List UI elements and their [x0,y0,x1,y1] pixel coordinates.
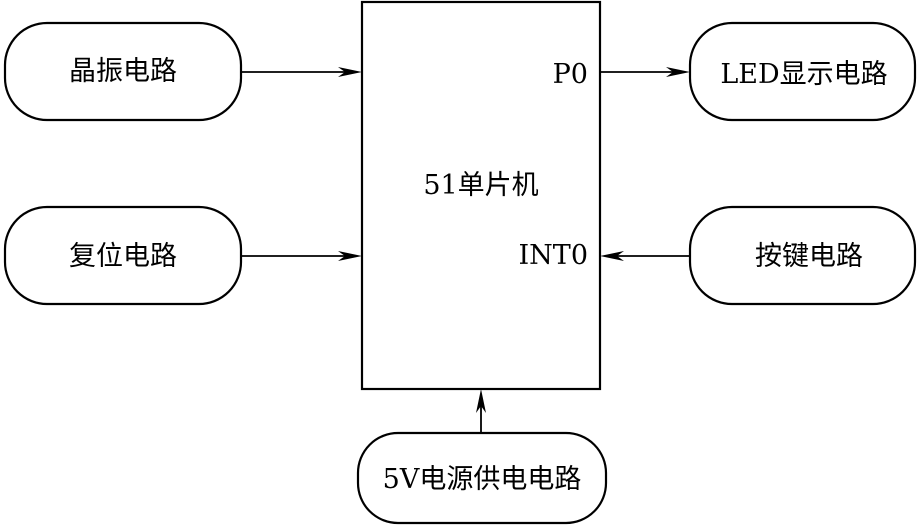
key-circuit-block: 按键电路 [688,205,917,306]
key-circuit-label: 按键电路 [755,241,863,272]
reset-circuit-block: 复位电路 [3,205,243,306]
power-circuit-shape [356,431,608,525]
crystal-circuit-label: 晶振电路 [69,56,177,87]
arrow-keys-to-mcu [600,251,690,261]
mcu-label: 51单片机 [423,170,538,201]
led-circuit-shape [688,21,917,122]
arrow-mcu-to-led [600,67,690,77]
arrow-crystal-to-mcu [241,67,362,77]
led-circuit-block: LED显示电路 [688,21,917,122]
mcu-port-p0: P0 [553,59,588,90]
led-circuit-label: LED显示电路 [720,59,887,90]
mcu-block: 51单片机 P0 INT0 [360,0,602,391]
crystal-circuit-block: 晶振电路 [3,21,243,122]
arrow-power-to-mcu [476,389,486,433]
mcu-port-int0: INT0 [519,240,588,271]
arrow-reset-to-mcu [241,251,362,261]
power-circuit-label: 5V电源供电电路 [383,464,582,495]
reset-circuit-label: 复位电路 [69,241,177,272]
power-circuit-block: 5V电源供电电路 [356,431,608,525]
